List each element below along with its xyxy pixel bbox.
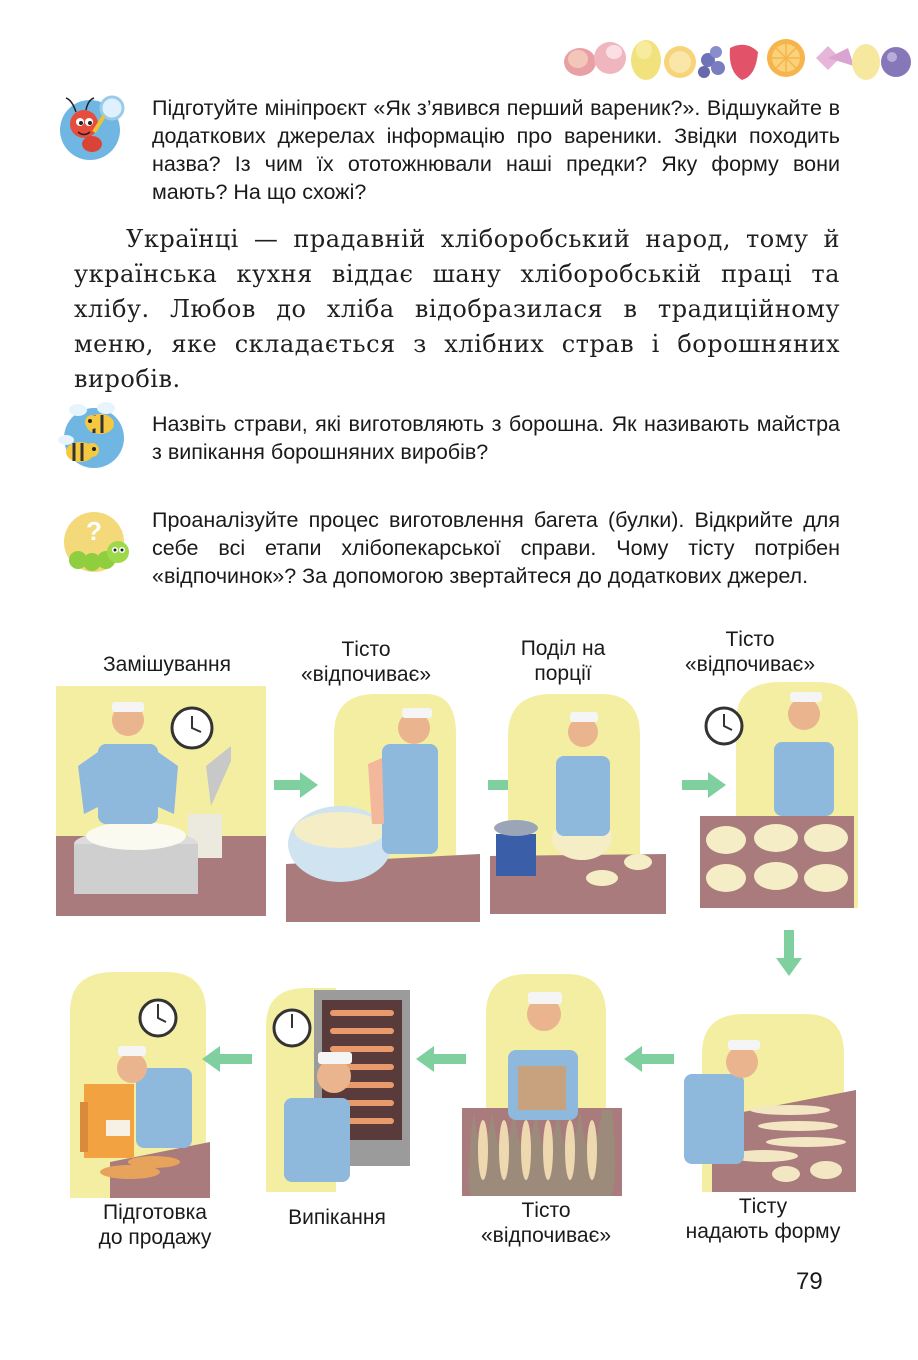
scene-preparation-for-sale <box>70 972 210 1198</box>
scene-dough-resting-2 <box>700 682 858 908</box>
step-label-7: Випікання <box>288 1206 386 1229</box>
caterpillar-question-icon: ? <box>64 512 129 572</box>
arrow-right-icon <box>274 772 318 798</box>
bees-icon <box>58 402 124 468</box>
step-label-1: Замішування <box>103 653 231 676</box>
scene-baking <box>266 988 410 1192</box>
scene-mixing <box>56 686 266 916</box>
step-label-6: Тісто«відпочиває» <box>480 1199 611 1247</box>
arrow-right-icon <box>682 772 726 798</box>
page-number: 79 <box>796 1268 823 1295</box>
task-2-text: Назвіть страви, які виготовляють з борош… <box>152 412 840 464</box>
fruit-banner-icon <box>564 39 911 80</box>
scene-portioning <box>490 694 666 914</box>
arrow-down-icon <box>776 930 802 976</box>
step-label-4: Тісто«відпочиває» <box>684 628 815 676</box>
step-label-2: Тісто«відпочиває» <box>300 638 431 686</box>
task-1-text: Підготуйте мініпроєкт «Як з’явився перши… <box>152 96 840 204</box>
svg-text:?: ? <box>86 516 102 546</box>
ant-magnifier-icon <box>60 95 125 160</box>
main-paragraph: Українці — прадавній хліборобський народ… <box>74 225 840 393</box>
arrow-left-icon <box>624 1046 674 1072</box>
scene-shaping <box>684 1014 856 1192</box>
task-3-text: Проаналізуйте процес виготовлення багета… <box>152 508 840 588</box>
arrow-left-icon <box>202 1046 252 1072</box>
scene-dough-resting-3 <box>462 974 622 1196</box>
scene-dough-resting-1 <box>286 694 480 922</box>
arrow-left-icon <box>416 1046 466 1072</box>
